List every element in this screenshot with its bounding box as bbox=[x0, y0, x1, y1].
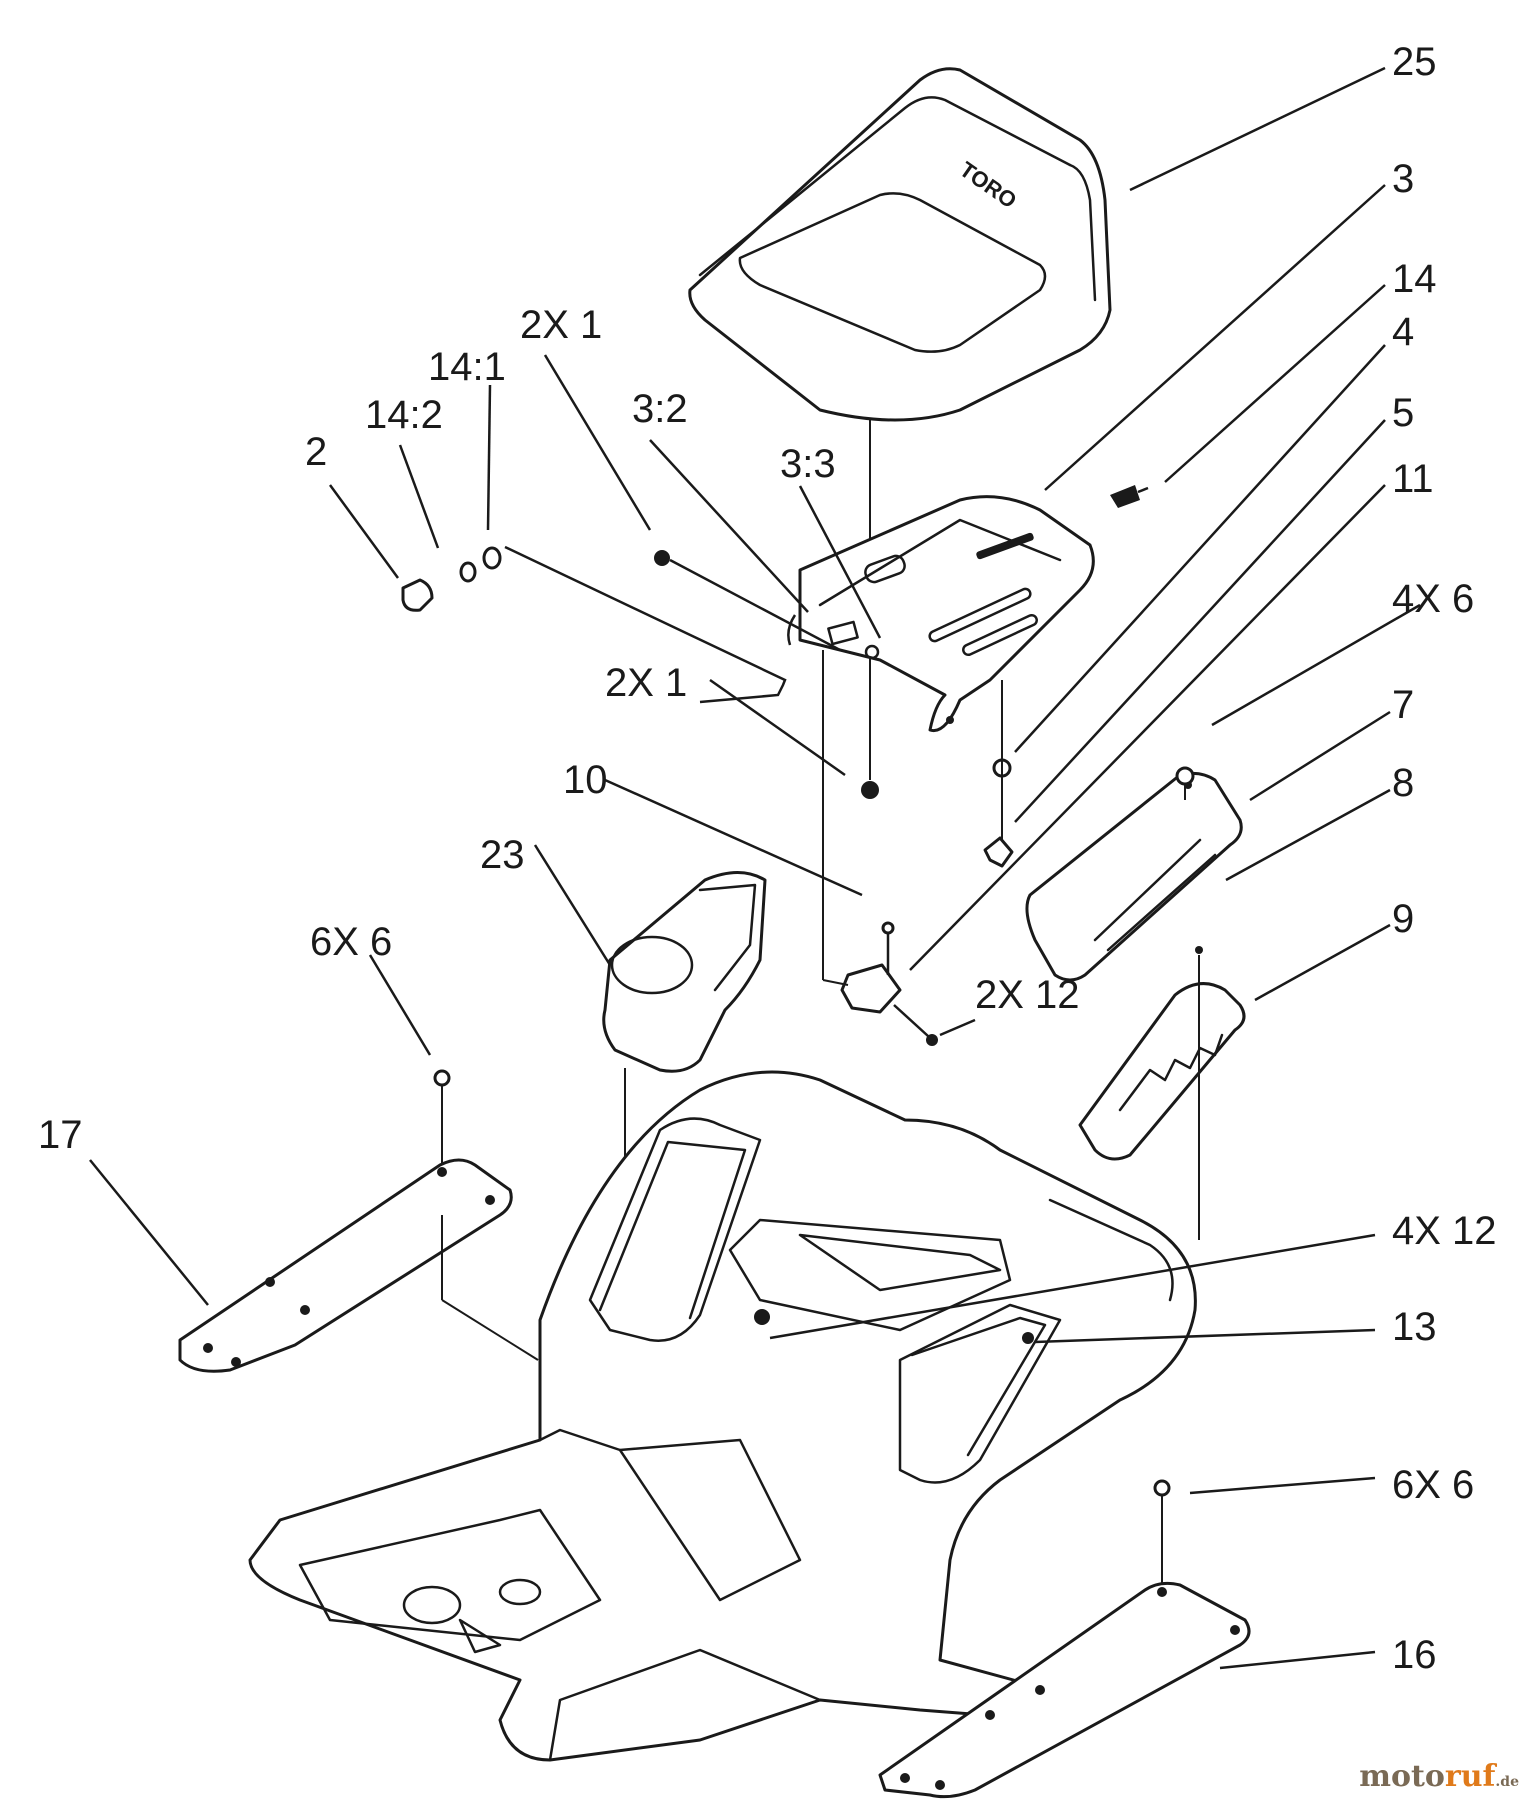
callout-14-1: 14:1 bbox=[428, 345, 506, 389]
callout-3-3: 3:3 bbox=[780, 442, 836, 486]
knob-hardware bbox=[401, 485, 1149, 868]
callout-6x6-right: 6X 6 bbox=[1392, 1463, 1474, 1507]
callout-11: 11 bbox=[1392, 457, 1434, 501]
right-footplate bbox=[878, 1479, 1251, 1799]
callout-10: 10 bbox=[563, 758, 608, 802]
callout-14-2: 14:2 bbox=[365, 393, 443, 437]
rear-plate bbox=[1025, 766, 1243, 982]
seat-hinge bbox=[840, 921, 938, 1046]
callout-8: 8 bbox=[1392, 761, 1414, 805]
callout-4x12: 4X 12 bbox=[1392, 1209, 1497, 1253]
callout-7: 7 bbox=[1392, 683, 1414, 727]
leader-lines bbox=[89, 66, 1421, 1670]
callout-23: 23 bbox=[480, 833, 525, 877]
watermark-logo: motoruf.de bbox=[1359, 1759, 1519, 1794]
hinge-axis-line bbox=[822, 979, 849, 986]
callout-3-2: 3:2 bbox=[632, 387, 688, 431]
callout-4x6: 4X 6 bbox=[1392, 577, 1474, 621]
seat: TORO bbox=[688, 67, 1112, 422]
seat-bracket bbox=[798, 495, 1095, 733]
callout-14: 14 bbox=[1392, 257, 1437, 301]
callout-5: 5 bbox=[1392, 391, 1414, 435]
callout-4: 4 bbox=[1392, 310, 1414, 354]
callout-17: 17 bbox=[38, 1113, 83, 1157]
callout-3: 3 bbox=[1392, 157, 1414, 201]
callout-2x1-top: 2X 1 bbox=[520, 303, 602, 347]
watermark-part3: .de bbox=[1495, 1774, 1519, 1790]
left-footplate bbox=[178, 1069, 539, 1373]
fender-body bbox=[248, 1070, 1197, 1762]
callout-2x1-mid: 2X 1 bbox=[605, 661, 687, 705]
callout-25: 25 bbox=[1392, 40, 1437, 84]
watermark-part2: ruf bbox=[1444, 1759, 1496, 1794]
callout-13: 13 bbox=[1392, 1305, 1437, 1349]
adjust-plate bbox=[1078, 946, 1246, 1240]
callout-2: 2 bbox=[305, 430, 327, 474]
callout-6x6-left: 6X 6 bbox=[310, 920, 392, 964]
callout-2x12: 2X 12 bbox=[975, 973, 1080, 1017]
callout-16: 16 bbox=[1392, 1633, 1437, 1677]
callout-9: 9 bbox=[1392, 897, 1414, 941]
callout-labels: 25 3 14 4 5 11 4X 6 7 8 9 2X 1 14:1 14:2… bbox=[38, 40, 1497, 1677]
watermark-part1: moto bbox=[1359, 1759, 1445, 1794]
